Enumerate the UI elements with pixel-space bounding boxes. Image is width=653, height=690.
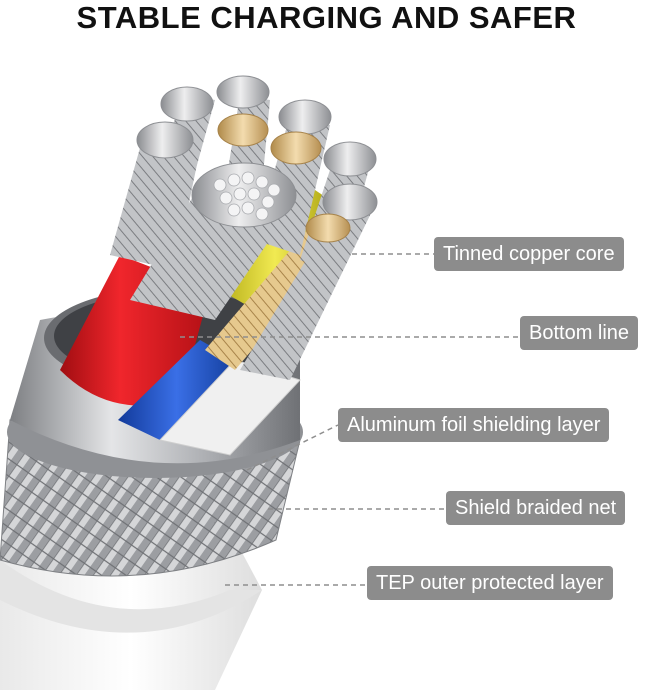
page-title: STABLE CHARGING AND SAFER bbox=[76, 0, 577, 35]
label-bottom-line: Bottom line bbox=[520, 316, 639, 350]
leader-lines bbox=[180, 253, 520, 586]
strand-tips bbox=[136, 75, 378, 243]
label-aluminum-foil-shielding-layer: Aluminum foil shielding layer bbox=[338, 408, 610, 442]
label-tinned-copper-core: Tinned copper core bbox=[434, 237, 624, 271]
label-tep-outer-protected-layer: TEP outer protected layer bbox=[367, 566, 613, 600]
label-shield-braided-net: Shield braided net bbox=[446, 491, 626, 525]
